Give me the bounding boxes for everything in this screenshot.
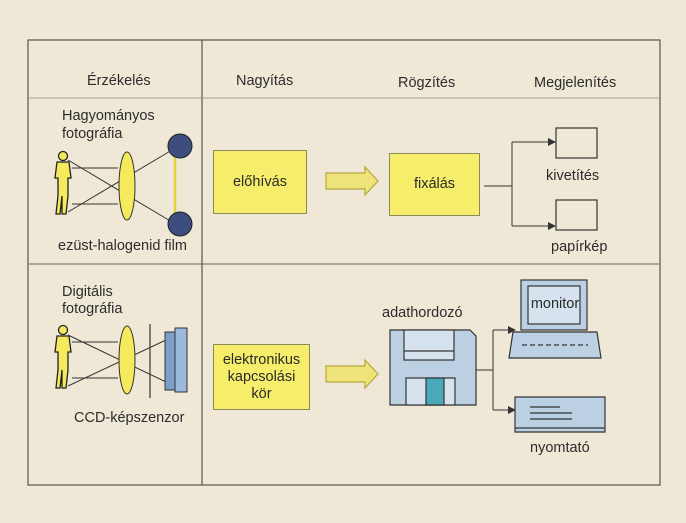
person-silhouette-icon: [54, 150, 72, 215]
output-branch-traditional: [484, 141, 548, 227]
projection-label: kivetítés: [546, 168, 600, 184]
printer-label: nyomtató: [530, 440, 590, 456]
arrowhead: [548, 222, 556, 230]
arrowhead: [548, 138, 556, 146]
monitor-icon: [508, 279, 602, 359]
row-title-traditional-line2: fotográfia: [62, 126, 123, 142]
projection-screen-icon: [555, 127, 598, 159]
ccd-sensor-icon: [164, 327, 188, 393]
electronic-circuit-box-label: elektronikus kapcsolási kör: [222, 351, 301, 402]
lens-icon: [118, 325, 136, 395]
output-branch-digital: [476, 329, 508, 411]
film-reel-icon: [167, 211, 193, 237]
outer-frame: [27, 39, 661, 486]
fix-box-label: fixálás: [413, 176, 456, 192]
floppy-disk-icon: [389, 329, 477, 406]
printer-icon: [514, 396, 606, 433]
electronic-circuit-box: elektronikus kapcsolási kör: [213, 344, 310, 410]
develop-box-label: előhívás: [232, 173, 287, 190]
film-label: ezüst-halogenid film: [58, 238, 187, 254]
storage-label: adathordozó: [382, 305, 463, 321]
column-header-sensing: Érzékelés: [87, 73, 151, 89]
arrowhead: [508, 326, 516, 334]
column-header-magnification: Nagyítás: [236, 73, 294, 89]
ccd-label: CCD-képszenzor: [74, 410, 185, 426]
row-title-traditional-line1: Hagyományos: [62, 108, 155, 124]
paper-print-icon: [555, 199, 598, 231]
monitor-label: monitor: [530, 296, 580, 312]
process-arrow: [325, 358, 379, 390]
column-header-recording: Rögzítés: [398, 75, 456, 91]
lens-icon: [118, 151, 136, 221]
fix-box: fixálás: [389, 153, 480, 216]
row-title-digital-line2: fotográfia: [62, 301, 123, 317]
develop-box: előhívás: [213, 150, 307, 214]
column-header-display: Megjelenítés: [534, 75, 617, 91]
print-label: papírkép: [551, 239, 608, 255]
arrowhead: [508, 406, 516, 414]
process-arrow: [325, 165, 379, 197]
row-title-digital-line1: Digitális: [62, 284, 113, 300]
person-silhouette-icon: [54, 324, 72, 389]
film-reel-icon: [167, 133, 193, 159]
optical-rays: [67, 324, 167, 398]
